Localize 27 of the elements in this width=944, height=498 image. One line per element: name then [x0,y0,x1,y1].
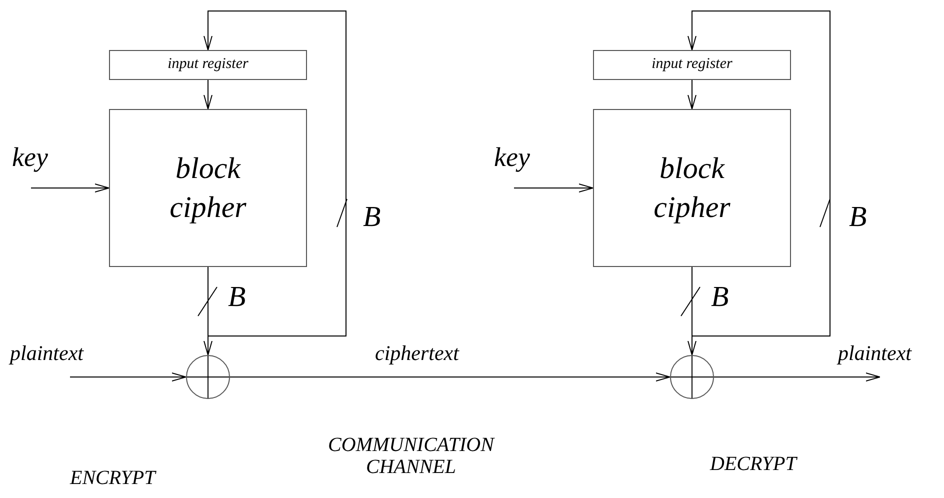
arrow [688,10,830,336]
section-label: COMMUNICATION CHANNEL [327,434,496,478]
edge-label: key [494,143,530,173]
xor-circle [670,355,714,399]
section-label: ENCRYPT [70,467,156,489]
arrow [70,372,186,382]
section-label: DECRYPT [710,453,796,475]
register-box: input register [593,50,791,80]
arrow [30,184,110,192]
arrow [714,372,880,382]
bus-width-label: B [228,282,246,314]
edge-label: ciphertext [375,342,459,366]
arrow [514,184,594,192]
arrow [230,372,670,382]
register-box: input register [109,50,307,80]
arrow [688,80,696,110]
xor-circle [186,355,230,399]
arrow [204,80,212,110]
bus-width-label: B [363,202,381,234]
block-cipher-box: block cipher [109,109,307,267]
block-cipher-box: block cipher [593,109,791,267]
edge-label: plaintext [10,342,84,366]
edge-label: plaintext [838,342,912,366]
bus-width-label: B [711,282,729,314]
bus-width-label: B [849,202,867,234]
arrow [204,10,346,336]
edge-label: key [12,143,48,173]
